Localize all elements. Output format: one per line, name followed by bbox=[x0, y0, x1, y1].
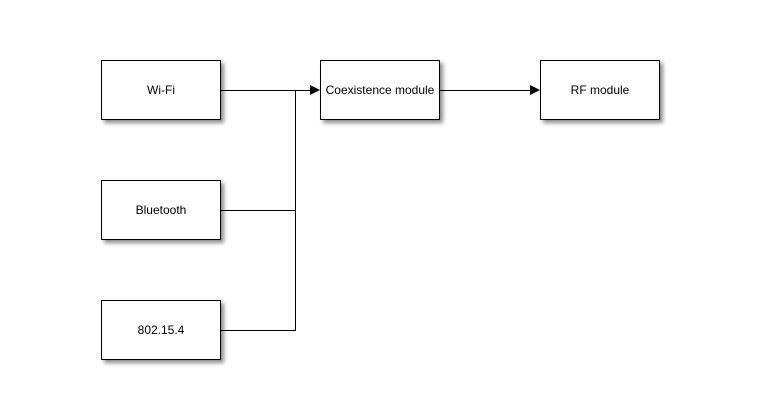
edge-802154-to-trunk bbox=[220, 330, 296, 331]
node-wifi-label: Wi-Fi bbox=[147, 83, 175, 97]
node-coexistence-module: Coexistence module bbox=[320, 60, 440, 120]
node-bluetooth-label: Bluetooth bbox=[135, 203, 187, 217]
node-coexistence-module-label: Coexistence module bbox=[325, 83, 435, 97]
node-rf-module: RF module bbox=[540, 60, 660, 120]
edge-coexistence-to-rf bbox=[440, 90, 530, 91]
node-rf-module-label: RF module bbox=[570, 83, 630, 97]
edge-wifi-to-coexistence bbox=[220, 90, 310, 91]
arrowhead-icon bbox=[530, 85, 540, 95]
arrowhead-icon bbox=[310, 85, 320, 95]
edge-trunk-line bbox=[295, 90, 296, 331]
node-802154-label: 802.15.4 bbox=[137, 323, 185, 337]
node-wifi: Wi-Fi bbox=[101, 60, 221, 120]
node-bluetooth: Bluetooth bbox=[101, 180, 221, 240]
node-802154: 802.15.4 bbox=[101, 300, 221, 360]
edge-bluetooth-to-trunk bbox=[220, 210, 296, 211]
